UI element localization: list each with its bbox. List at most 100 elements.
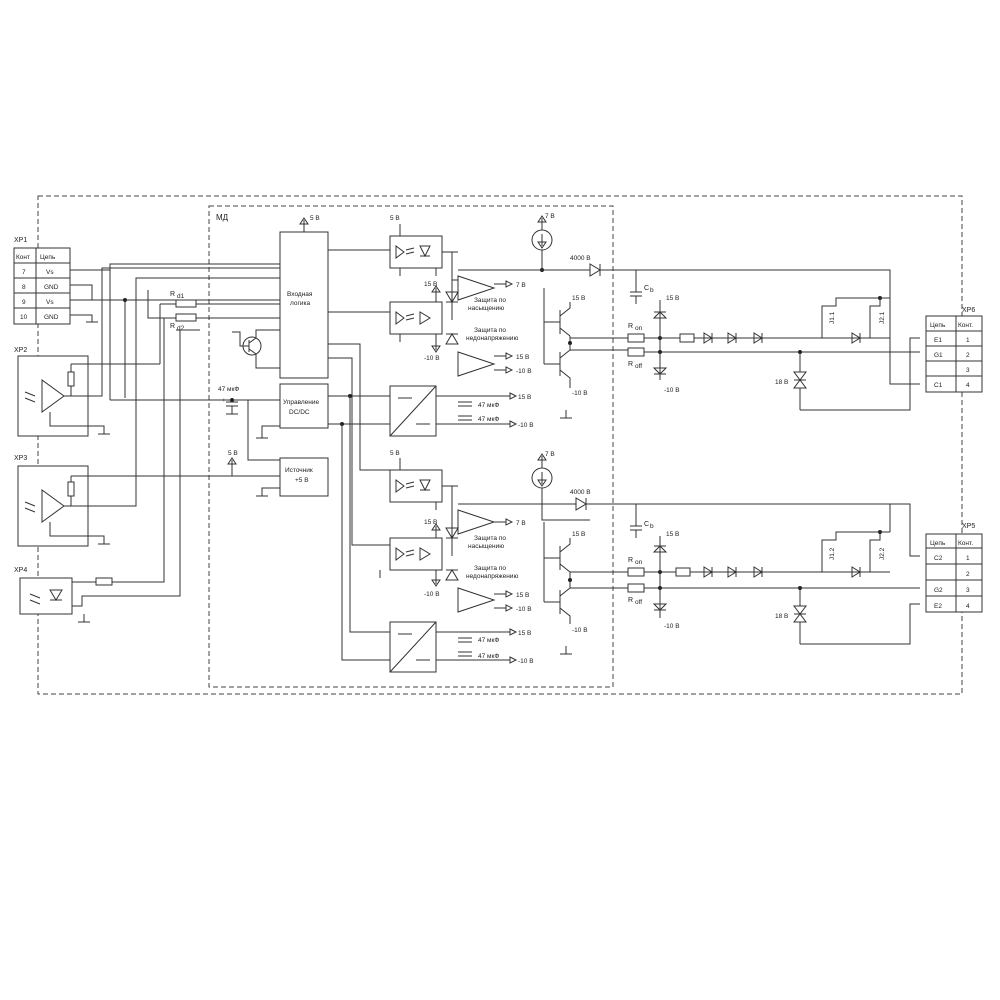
svg-text:7 В: 7 В [516,520,526,527]
svg-text:Защита по: Защита по [474,565,506,572]
svg-text:J1.1: J1.1 [829,311,836,324]
svg-text:G2: G2 [934,587,943,594]
svg-text:-10 В: -10 В [664,387,680,394]
svg-text:E1: E1 [934,337,942,344]
svg-text:насыщению: насыщению [468,305,504,312]
driver-amp-1 [457,275,496,301]
cb-capacitor-1: C b [630,270,654,304]
svg-text:GND: GND [44,284,59,291]
input-logic-block: Входная логика 5 В [279,215,329,379]
svg-text:4000 В: 4000 В [570,489,591,496]
dcdc-control-block: Управление DC/DC [261,383,329,438]
svg-text:15 В: 15 В [666,295,679,302]
svg-text:R: R [628,323,633,330]
svg-text:-10 В: -10 В [424,591,440,598]
svg-text:Конт: Конт [16,254,30,261]
tvs-diode-1: 18 В [775,352,807,410]
current-source-2: 7 В [531,451,590,521]
xp4-title: XP4 [14,567,27,574]
svg-text:GND: GND [44,314,59,321]
svg-text:15 В: 15 В [518,394,531,401]
svg-text:J2.1: J2.1 [879,311,886,324]
svg-text:-10 В: -10 В [572,627,588,634]
svg-text:Цепь: Цепь [40,254,56,261]
svg-text:off: off [635,599,642,606]
connector-xp3: XP3 [14,277,280,547]
svg-text:Vs: Vs [46,299,54,306]
svg-text:-10 В: -10 В [518,658,534,665]
svg-text:Конт.: Конт. [958,322,973,329]
xp5-title: XP5 [962,523,975,530]
svg-text:4: 4 [966,382,970,389]
logic-transistor [232,329,280,369]
svg-text:15 В: 15 В [516,592,529,599]
tvs-diode-2: 18 В [775,588,807,644]
svg-text:15 В: 15 В [424,519,437,526]
svg-text:10: 10 [20,314,28,321]
svg-text:15 В: 15 В [424,281,437,288]
undervoltage-amp-1 [457,351,496,377]
svg-text:C: C [644,285,649,292]
svg-text:d1: d1 [177,293,185,300]
connector-xp4: XP4 [14,317,200,623]
svg-text:18 В: 18 В [775,613,788,620]
svg-text:3: 3 [966,367,970,374]
optocoupler-2b: 15 В -10 В [379,519,443,598]
optocoupler-1b: 15 В -10 В [389,281,443,362]
svg-text:7 В: 7 В [545,451,555,458]
xp6-title: XP6 [962,307,975,314]
svg-text:15 В: 15 В [572,531,585,538]
svg-text:Защита по: Защита по [474,297,506,304]
xp1-title: XP1 [14,237,27,244]
cb-capacitor-2: C b [630,504,654,538]
svg-text:-10 В: -10 В [572,390,588,397]
output-transistors-1: 15 В -10 В [543,288,588,397]
svg-text:7 В: 7 В [545,213,555,220]
svg-text:5 В: 5 В [310,215,320,222]
svg-text:R: R [628,597,633,604]
svg-text:18 В: 18 В [775,379,788,386]
module-label: МД [216,213,229,222]
svg-text:7 В: 7 В [516,282,526,289]
svg-text:7: 7 [22,269,26,276]
svg-text:5 В: 5 В [228,450,238,457]
svg-text:Защита по: Защита по [474,327,506,334]
svg-text:логика: логика [290,300,310,307]
board-boundary [37,195,963,695]
svg-text:5 В: 5 В [390,450,400,457]
svg-text:4000 В: 4000 В [570,255,591,262]
current-source-1: 7 В [531,213,555,270]
svg-text:Цепь: Цепь [930,322,946,329]
svg-text:R: R [628,361,633,368]
svg-text:Цепь: Цепь [930,540,946,547]
svg-text:b: b [650,287,654,294]
svg-text:8: 8 [22,284,26,291]
svg-text:15 В: 15 В [666,531,679,538]
svg-text:2: 2 [966,352,970,359]
resistor-rd1: R d1 [160,291,280,308]
svg-text:Источник: Источник [285,467,313,474]
optocoupler-2a: 5 В [389,450,458,510]
svg-text:R: R [170,291,175,298]
svg-text:R: R [170,323,175,330]
svg-text:47 мкФ: 47 мкФ [478,402,499,409]
svg-text:C2: C2 [934,555,943,562]
svg-text:недонапряжению: недонапряжению [466,335,518,342]
connector-xp2: XP2 [14,267,280,437]
svg-text:-10 В: -10 В [516,606,532,613]
output-transistors-2: 15 В -10 В [543,522,588,634]
svg-text:on: on [635,325,643,332]
svg-text:1: 1 [966,555,970,562]
svg-text:47 мкФ: 47 мкФ [478,653,499,660]
module-boundary [208,205,614,688]
svg-text:b: b [650,523,654,530]
connector-xp6: XP6 Цепь Конт. E1 1 G1 2 3 C1 4 [925,307,983,393]
svg-text:4: 4 [966,603,970,610]
svg-text:+5 В: +5 В [295,477,309,484]
svg-text:15 В: 15 В [518,630,531,637]
svg-text:2: 2 [966,571,970,578]
svg-text:-10 В: -10 В [664,623,680,630]
svg-text:3: 3 [966,587,970,594]
xp3-title: XP3 [14,455,27,462]
